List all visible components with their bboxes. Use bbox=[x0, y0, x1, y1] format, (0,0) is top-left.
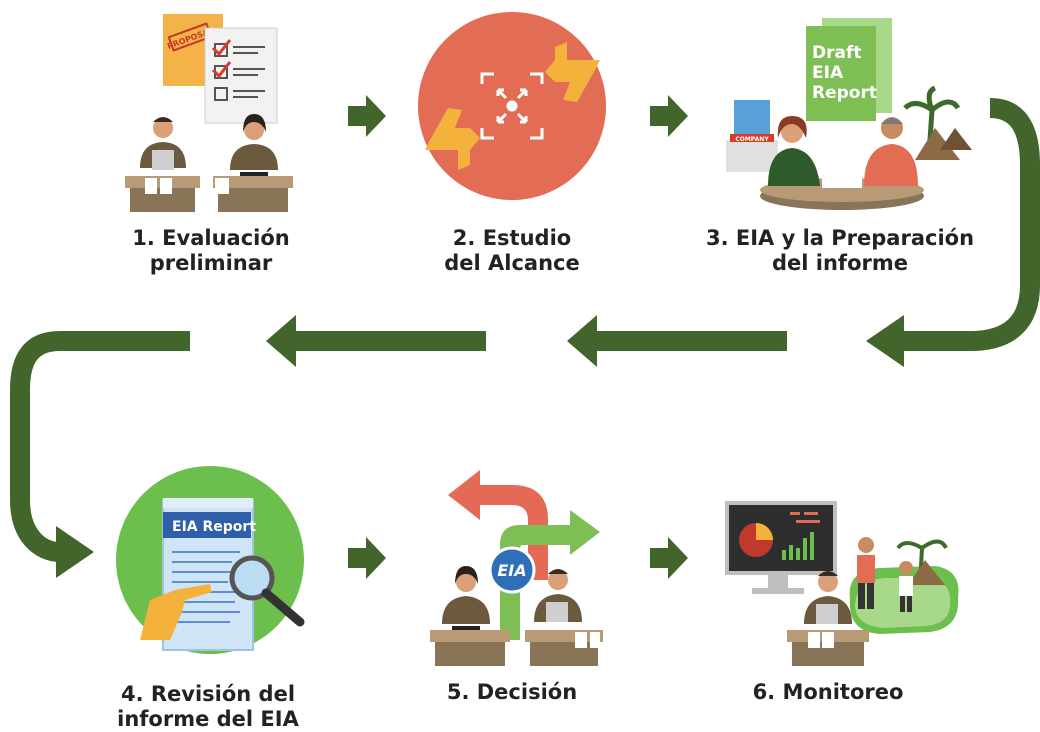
curved-connector-left bbox=[10, 331, 190, 562]
eia-badge-text: EIA bbox=[497, 561, 526, 580]
desk bbox=[213, 176, 293, 188]
step2-label: 2. Estudio del Alcance bbox=[362, 226, 662, 276]
step3-illustration: Draft EIA Report COMPANY bbox=[726, 18, 972, 210]
flow-arrows bbox=[266, 95, 787, 579]
green-road-arrow bbox=[500, 510, 600, 640]
draft-line2: EIA bbox=[812, 63, 844, 83]
step3-label: 3. EIA y la Preparación del informe bbox=[690, 226, 990, 276]
step2-label-line2: del Alcance bbox=[444, 251, 580, 275]
person-head bbox=[153, 118, 173, 138]
person-body bbox=[768, 148, 820, 186]
pie-chart-icon bbox=[739, 523, 773, 557]
curved-connector-left-head bbox=[56, 526, 94, 578]
palm-tree-icon bbox=[903, 85, 961, 141]
step2-label-line1: 2. Estudio bbox=[452, 226, 572, 250]
step1-label-line2: preliminar bbox=[149, 251, 273, 275]
step5-illustration: EIA bbox=[430, 470, 603, 666]
bar-chart-icon bbox=[782, 532, 814, 560]
step3-label-line2: del informe bbox=[772, 251, 908, 275]
company-sign-text: COMPANY bbox=[735, 136, 769, 143]
person-head bbox=[244, 120, 264, 140]
step6-illustration bbox=[725, 501, 959, 666]
person-body bbox=[230, 144, 278, 170]
draft-line3: Report bbox=[812, 83, 877, 103]
step4-illustration: EIA Report bbox=[116, 466, 305, 654]
red-turn-arrow bbox=[448, 470, 548, 580]
check-mark-icon bbox=[211, 39, 232, 57]
step1-label-line1: 1. Evaluación bbox=[132, 226, 290, 250]
step5-label: 5. Decisión bbox=[362, 680, 662, 705]
checklist-items bbox=[214, 43, 265, 101]
curved-connector-right bbox=[900, 98, 1040, 351]
person-head bbox=[548, 570, 568, 590]
step5-label-line1: 5. Decisión bbox=[446, 680, 578, 704]
step4-label-line1: 4. Revisión del bbox=[120, 682, 296, 706]
arrow-5-to-6 bbox=[650, 537, 688, 579]
step1-label: 1. Evaluación preliminar bbox=[61, 226, 361, 276]
person-head bbox=[858, 537, 874, 553]
arrow-2-to-3 bbox=[650, 95, 688, 137]
arrow-middle-right bbox=[567, 315, 787, 367]
person-head bbox=[818, 572, 838, 592]
draft-line1: Draft bbox=[812, 43, 862, 63]
person-head bbox=[781, 121, 803, 143]
step3-label-line1: 3. EIA y la Preparación bbox=[705, 226, 975, 250]
arrow-1-to-2 bbox=[348, 95, 386, 137]
pointing-hand-icon bbox=[140, 584, 212, 640]
step1-illustration: PROPOSAL bbox=[125, 14, 293, 212]
check-mark-icon bbox=[211, 61, 232, 79]
arrow-middle-left bbox=[266, 315, 486, 367]
person-body bbox=[864, 144, 918, 186]
step2-illustration bbox=[418, 12, 606, 200]
person-body bbox=[442, 596, 490, 624]
step4-label-line2: informe del EIA bbox=[117, 707, 299, 731]
hut-icon bbox=[915, 128, 960, 160]
step6-label: 6. Monitoreo bbox=[678, 680, 978, 705]
focus-frame-icon bbox=[480, 72, 544, 140]
curved-connector-right-head bbox=[866, 315, 904, 367]
hand-icon bbox=[425, 108, 480, 150]
person-head bbox=[456, 572, 476, 592]
arrow-4-to-5 bbox=[348, 537, 386, 579]
desk bbox=[430, 630, 510, 642]
step6-label-line1: 6. Monitoreo bbox=[752, 680, 904, 704]
person-body bbox=[857, 555, 875, 583]
review-report-title: EIA Report bbox=[172, 519, 256, 535]
magnifier-icon bbox=[229, 555, 305, 627]
step4-label: 4. Revisión del informe del EIA bbox=[58, 682, 358, 732]
person-head bbox=[899, 561, 913, 575]
eia-badge bbox=[488, 546, 536, 594]
draft-report-sheet bbox=[806, 26, 876, 121]
hut-icon bbox=[908, 560, 945, 585]
